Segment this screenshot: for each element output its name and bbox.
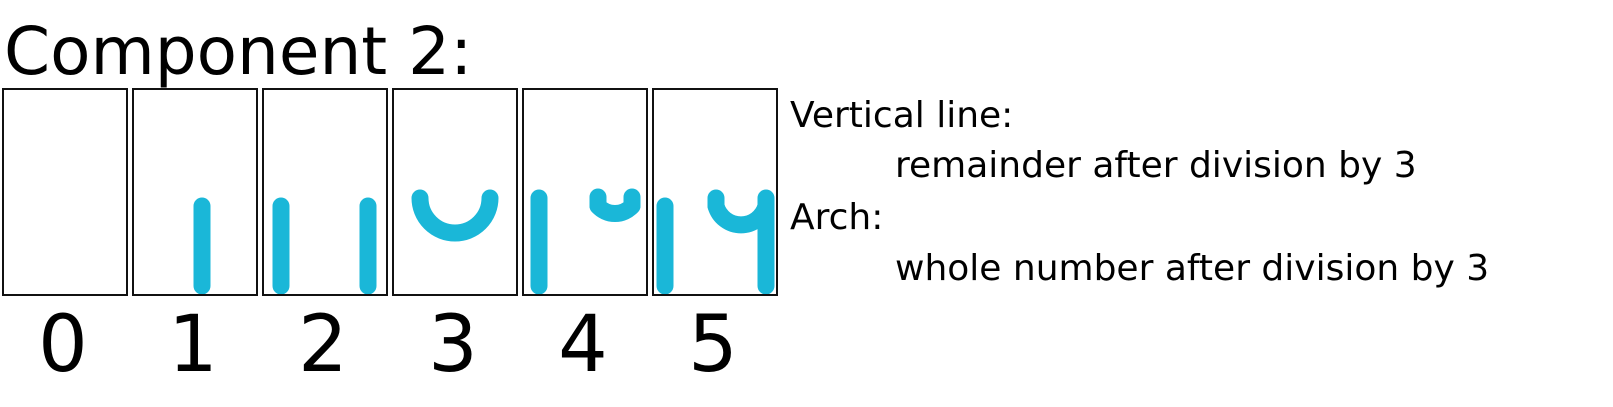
cell-label-1: 1 <box>168 300 218 390</box>
cell-0 <box>2 88 128 296</box>
glyph-1 <box>193 197 211 294</box>
cell-4 <box>522 88 648 296</box>
cell-label-2: 2 <box>298 300 348 390</box>
cell-2 <box>262 88 388 296</box>
cell-label-3: 3 <box>428 300 478 390</box>
glyph-2 <box>272 197 377 294</box>
cell-label-0: 0 <box>38 300 88 390</box>
legend-vertical-description: remainder after division by 3 <box>895 145 1417 186</box>
cell-5 <box>652 88 778 296</box>
numeral-cells <box>0 88 782 298</box>
cell-1 <box>132 88 258 296</box>
arch-stroke <box>411 189 499 242</box>
diagram-title: Component 2: <box>4 13 473 90</box>
glyph-5 <box>656 189 775 294</box>
legend-vertical-heading: Vertical line: <box>790 95 1014 136</box>
glyph-0 <box>4 90 126 294</box>
cell-label-4: 4 <box>558 300 608 390</box>
cell-3 <box>392 88 518 296</box>
glyph-3 <box>411 189 499 242</box>
glyph-4 <box>530 188 641 294</box>
legend-arch-heading: Arch: <box>790 197 884 238</box>
legend-arch-description: whole number after division by 3 <box>895 248 1490 289</box>
cell-label-5: 5 <box>688 300 738 390</box>
